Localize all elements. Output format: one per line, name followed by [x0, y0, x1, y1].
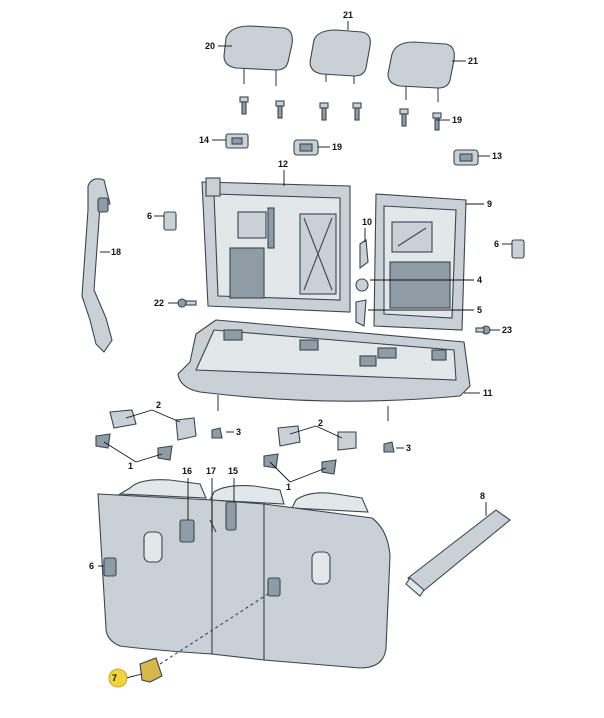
- callout-9: 11: [483, 388, 493, 398]
- callout-10: 12: [278, 159, 288, 169]
- headrest-guides: [239, 96, 442, 131]
- callout-22: 7: [112, 673, 117, 683]
- seat-cushion-frame: [177, 319, 471, 421]
- callout-21-right: 23: [502, 325, 512, 335]
- callout-12: 14: [199, 135, 209, 145]
- fitting-right: [263, 453, 337, 475]
- callout-1-left: 1: [128, 461, 133, 471]
- callout-1-right: 1: [286, 482, 291, 492]
- backrest-frame-right: [373, 193, 467, 331]
- headrest-left: [223, 25, 293, 86]
- hinge-bracket-left: [109, 409, 197, 441]
- clip-3-left: [211, 427, 223, 439]
- callout-2-right: 2: [318, 418, 323, 428]
- backrest-cover-assembly: [97, 479, 391, 669]
- callout-14: 16: [182, 466, 192, 476]
- callout-18: 19: [332, 142, 342, 152]
- callout-16: 18: [111, 247, 121, 257]
- callout-6-right: 6: [494, 239, 499, 249]
- callout-3-right: 3: [406, 443, 411, 453]
- leader-lines: [98, 21, 512, 679]
- callout-11: 13: [492, 151, 502, 161]
- seat-belt: [81, 178, 113, 353]
- callout-20: 21: [343, 10, 353, 20]
- bolt-21-right: [475, 325, 491, 335]
- hinge-bracket-right: [277, 425, 357, 451]
- callout-7: 9: [487, 199, 492, 209]
- headrest-center: [309, 29, 371, 84]
- callout-15: 17: [206, 466, 216, 476]
- hook-8: [359, 239, 369, 270]
- clip-6-right: [511, 239, 525, 259]
- callout-labels: 21 20 21 19 14 19 13 12 9 10 6 6 18 4 5 …: [89, 10, 512, 571]
- latch-22: [139, 657, 163, 683]
- clip-6-left: [163, 211, 177, 231]
- fitting-left: [95, 433, 173, 461]
- latch-5: [355, 299, 367, 327]
- callout-17: 19: [452, 115, 462, 125]
- callout-21-left: 22: [154, 298, 164, 308]
- callout-13: 15: [228, 466, 238, 476]
- callout-6-left: 6: [147, 211, 152, 221]
- callout-19-left: 20: [205, 41, 215, 51]
- callout-23: 8: [480, 491, 485, 501]
- callout-22-badge: 7: [108, 668, 128, 688]
- callout-3-left: 3: [236, 427, 241, 437]
- callout-2-left: 2: [156, 400, 161, 410]
- callout-19-right: 21: [468, 56, 478, 66]
- callout-4: 4: [477, 275, 482, 285]
- callout-6-lower: 6: [89, 561, 94, 571]
- clip-3-right: [383, 441, 395, 453]
- headrest-right: [387, 41, 455, 102]
- callout-5: 5: [477, 305, 482, 315]
- trim-rail-23: [405, 509, 511, 597]
- bolt-21-left: [177, 298, 197, 308]
- callout-8: 10: [362, 217, 372, 227]
- clip-4: [355, 278, 369, 292]
- backrest-frame-left: [201, 177, 351, 313]
